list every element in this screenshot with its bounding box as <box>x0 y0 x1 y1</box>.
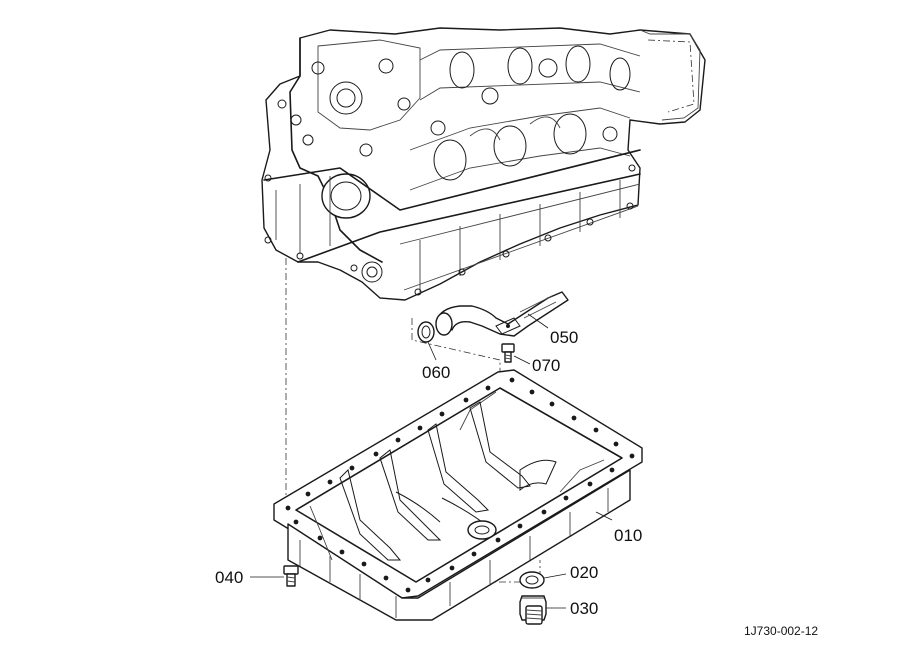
leader-010 <box>595 511 613 521</box>
callout-030: 030 <box>570 599 598 618</box>
pan-flange-bolt-holes <box>285 377 635 593</box>
leader-020 <box>543 573 567 579</box>
leader-lines <box>250 313 613 609</box>
leader-060 <box>427 341 437 361</box>
leader-070 <box>513 355 531 365</box>
strainer-bolt <box>501 343 515 363</box>
block-bolt-holes <box>264 164 636 296</box>
engine-block <box>261 27 706 301</box>
pan-bolt <box>283 565 299 587</box>
oil-pan <box>273 369 643 621</box>
o-ring <box>417 321 435 343</box>
drain-plug <box>519 595 547 625</box>
callout-020: 020 <box>570 563 598 582</box>
leader-050 <box>527 313 549 329</box>
oil-strainer <box>435 291 569 337</box>
callout-040: 040 <box>215 568 243 587</box>
callout-010: 010 <box>614 526 642 545</box>
callout-060: 060 <box>422 363 450 382</box>
callout-070: 070 <box>532 356 560 375</box>
callout-050: 050 <box>550 328 578 347</box>
drain-plug-gasket <box>519 571 545 589</box>
figure-id: 1J730-002-12 <box>744 624 818 638</box>
